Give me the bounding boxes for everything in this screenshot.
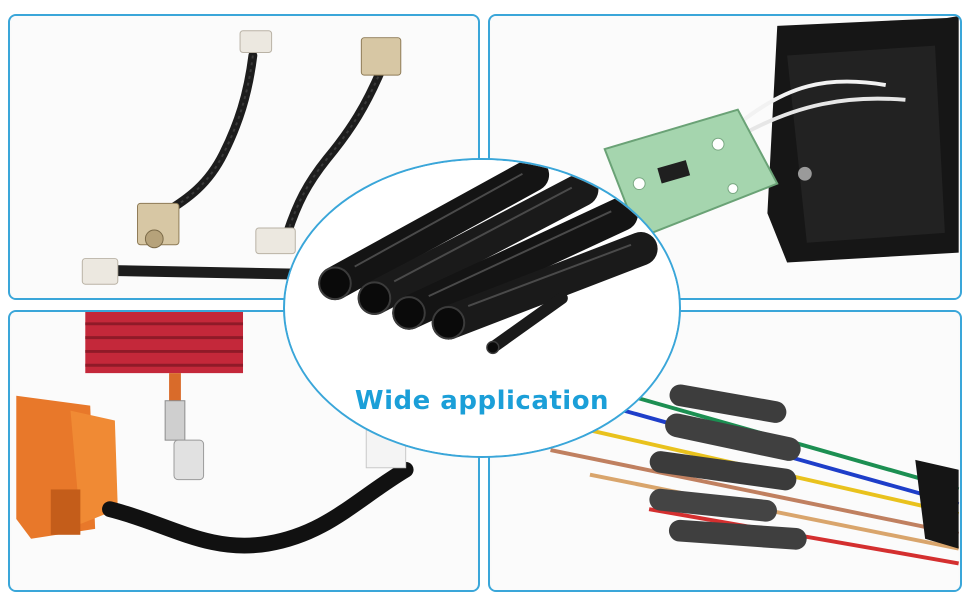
heat-shrink-tubes-circle: Wide application: [283, 158, 681, 458]
photo-dc-jack-cables: [8, 14, 480, 300]
caption-wide-application: Wide application: [354, 386, 610, 416]
dc-jack-cables-illustration: [11, 16, 477, 298]
black-tubes-illustration: [285, 160, 679, 456]
